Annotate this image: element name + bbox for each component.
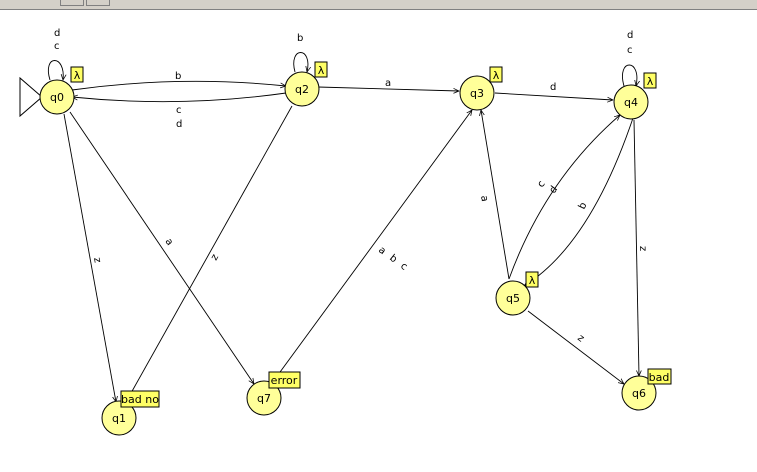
edge-label: b	[297, 33, 303, 44]
state-note-text: error	[271, 374, 298, 387]
state-label: q1	[112, 412, 126, 425]
transition-q0-q1[interactable]: z	[63, 113, 116, 402]
edge-label: c	[627, 45, 633, 56]
state-note	[70, 66, 84, 83]
state-note	[268, 371, 301, 389]
transition-q5-q3[interactable]: a	[478, 110, 510, 280]
edge-label: a	[163, 237, 176, 248]
edge-label: c	[54, 41, 60, 52]
edge-label: d	[54, 28, 60, 39]
edge-label: c	[536, 179, 548, 190]
edge-label: d	[176, 119, 182, 130]
edge-label: a	[478, 195, 490, 203]
transition-q2-q0[interactable]: c d	[72, 92, 287, 130]
state-q0[interactable]: q0 λ	[39, 66, 84, 115]
state-label: q2	[295, 83, 309, 96]
edge-label: c	[176, 105, 182, 116]
transition-q5-q4[interactable]: c d	[508, 115, 620, 280]
state-label: q4	[624, 96, 638, 109]
state-label: q0	[50, 91, 64, 104]
edge-label: a	[385, 78, 391, 89]
edge-label: b	[175, 71, 181, 82]
transition-q2-q2[interactable]: b	[293, 33, 308, 72]
edge-label: z	[637, 246, 648, 251]
edge-label: z	[209, 253, 221, 263]
state-q2[interactable]: q2 λ	[284, 61, 328, 107]
edge-label: z	[91, 257, 103, 264]
transition-q4-q6[interactable]: z	[633, 119, 648, 376]
state-note-text: bad	[649, 371, 670, 384]
state-note-text: λ	[529, 274, 536, 287]
transition-q3-q4[interactable]: d	[494, 82, 613, 100]
edge-label: d	[548, 184, 561, 196]
edge-label: z	[575, 333, 586, 345]
state-q4[interactable]: q4 λ	[613, 72, 657, 120]
state-note-text: λ	[493, 69, 500, 82]
state-note-text: bad no	[121, 393, 159, 406]
edge-label: b	[387, 253, 399, 266]
state-q5[interactable]: q5 λ	[495, 271, 539, 316]
state-label: q7	[257, 392, 271, 405]
state-label: q6	[632, 387, 646, 400]
transition-q0-q7[interactable]: a	[69, 111, 254, 384]
state-note	[120, 390, 160, 408]
state-note	[489, 66, 503, 83]
toolbar-button[interactable]	[86, 0, 110, 6]
toolbar-button[interactable]	[60, 0, 84, 6]
state-note	[525, 271, 539, 288]
top-toolbar	[0, 0, 757, 10]
transition-q0-q2[interactable]: b	[71, 71, 286, 91]
state-q6[interactable]: q6 bad	[621, 368, 672, 411]
edge-label: c	[398, 261, 409, 273]
transition-q4-q4[interactable]: d c	[622, 30, 636, 86]
state-label: q5	[506, 292, 520, 305]
state-note-text: λ	[318, 64, 325, 77]
transition-q2-q1[interactable]: z	[126, 105, 293, 402]
edge-label: b	[577, 201, 590, 212]
transition-q0-q0[interactable]: d c	[47, 28, 63, 80]
initial-state-arrow	[19, 76, 43, 118]
state-label: q3	[470, 87, 484, 100]
state-q7[interactable]: q7 error	[246, 371, 301, 416]
transition-q7-q3[interactable]: a b c	[271, 110, 472, 384]
state-q1[interactable]: q1 bad no	[101, 390, 160, 436]
state-note-text: λ	[647, 75, 654, 88]
state-note	[647, 368, 672, 385]
transition-q4-q5[interactable]: b	[524, 117, 634, 286]
transition-q5-q6[interactable]: z	[527, 310, 624, 384]
edge-label: a	[376, 245, 388, 257]
edge-label: d	[550, 82, 556, 93]
state-note-text: λ	[74, 69, 81, 82]
state-q3[interactable]: q3 λ	[459, 66, 503, 111]
state-note	[314, 61, 328, 78]
edge-label: d	[627, 30, 633, 41]
transition-q2-q3[interactable]: a	[317, 78, 459, 91]
state-note	[643, 72, 657, 89]
